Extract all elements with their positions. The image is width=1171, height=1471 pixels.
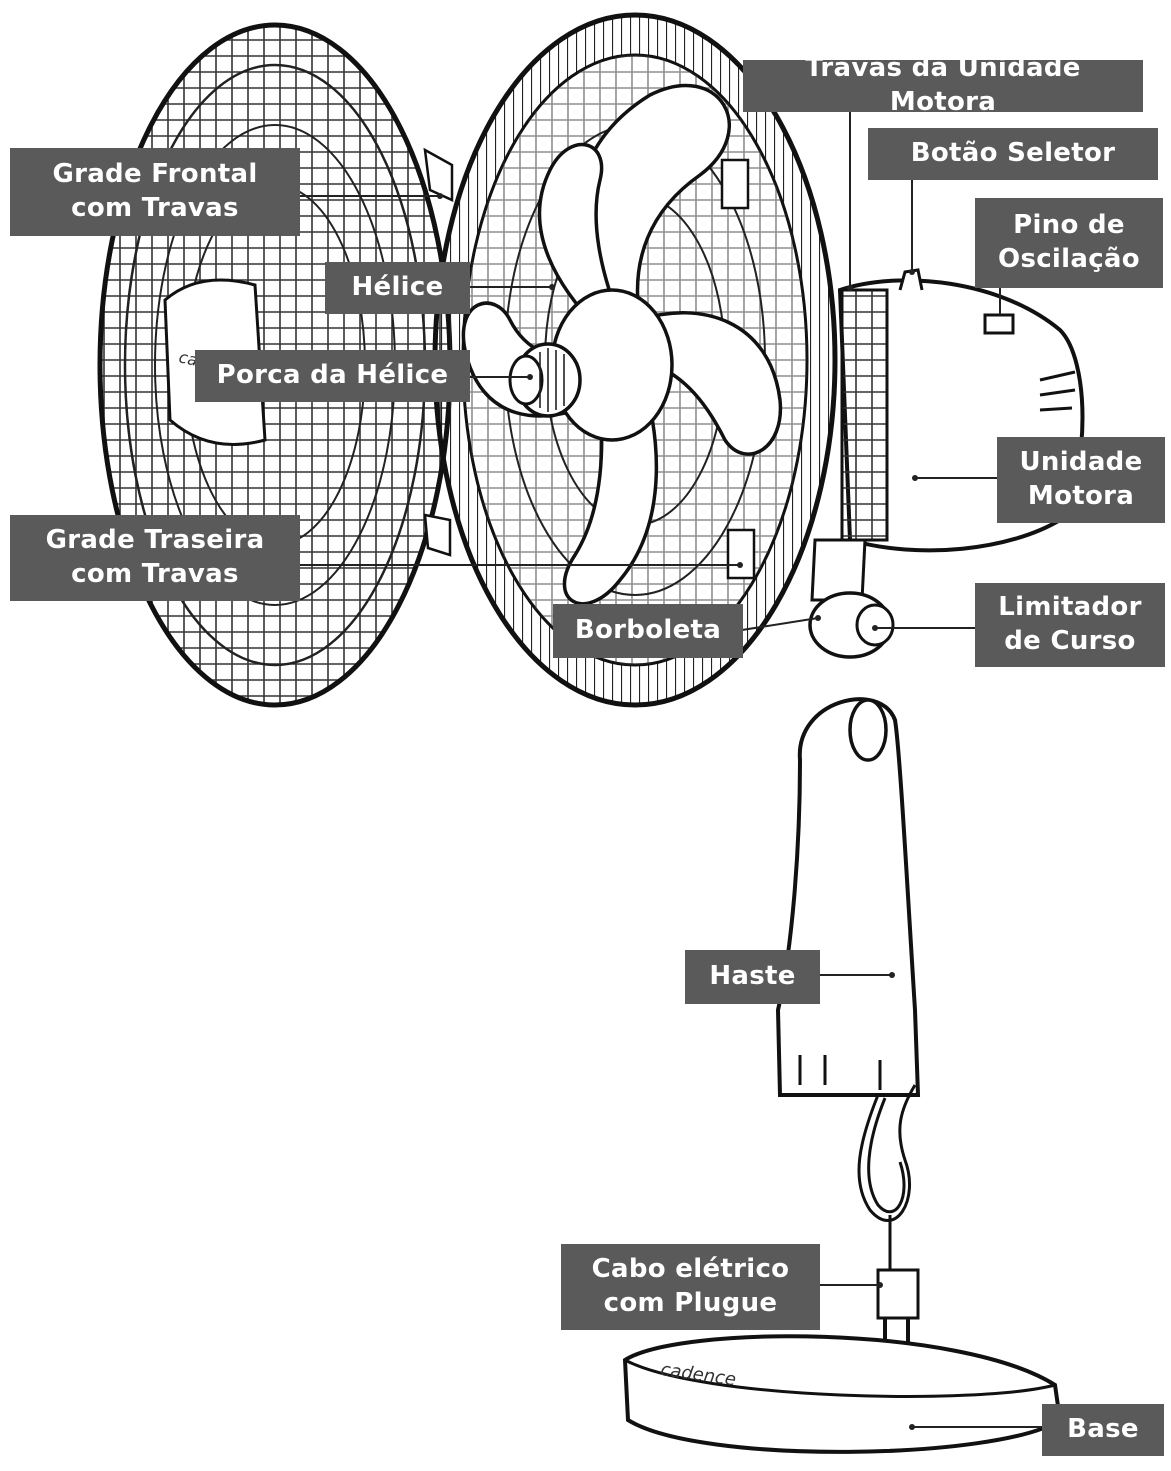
label-pino-oscilacao: Pino de Oscilação	[975, 198, 1163, 288]
label-travas-unidade-motora: Travas da Unidade Motora	[743, 53, 1143, 117]
stem	[775, 697, 921, 1097]
label-base: Base	[1042, 1404, 1164, 1456]
label-grade-traseira: Grade Traseira com Travas	[10, 515, 300, 601]
label-porca-helice: Porca da Hélice	[195, 350, 470, 402]
label-helice: Hélice	[325, 262, 470, 314]
propeller-nut	[508, 342, 582, 418]
fan-base: cadence	[622, 1334, 1063, 1454]
leader-borboleta	[741, 617, 819, 631]
label-botao-seletor: Botão Seletor	[868, 128, 1158, 180]
label-grade-frontal: Grade Frontal com Travas	[10, 148, 300, 236]
power-cable	[857, 1084, 920, 1345]
label-unidade-motora: Unidade Motora	[997, 437, 1165, 523]
label-borboleta: Borboleta	[553, 604, 743, 658]
leader-lines	[298, 112, 1042, 1428]
label-limitador-curso: Limitador de Curso	[975, 583, 1165, 667]
label-haste: Haste	[685, 950, 820, 1004]
label-cabo-eletrico: Cabo elétrico com Plugue	[561, 1244, 820, 1330]
